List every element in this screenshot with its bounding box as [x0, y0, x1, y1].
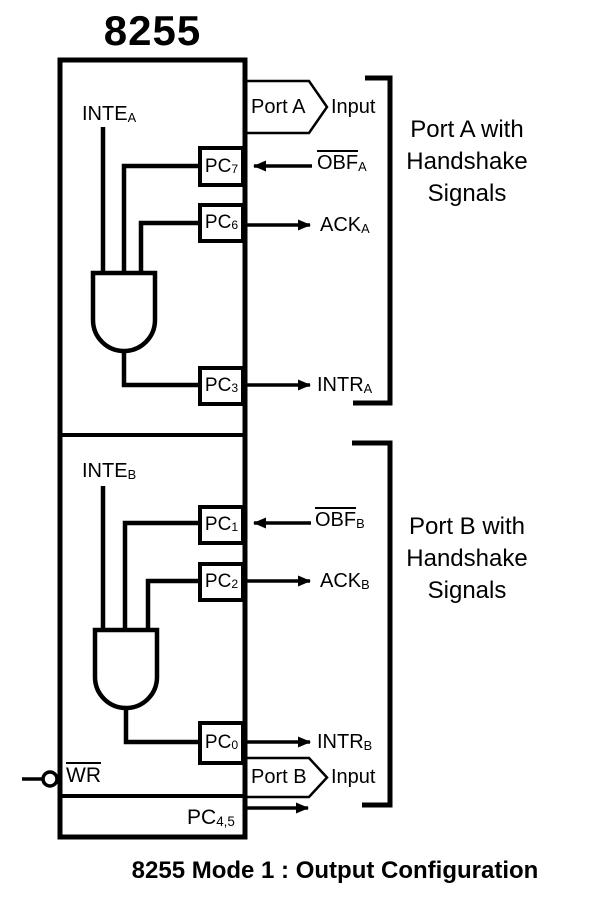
port-b-bracket-label: Port B with Handshake Signals [406, 513, 528, 604]
obf-b-label: OBFB [315, 507, 365, 532]
port-b-bracket [352, 440, 393, 808]
intr-b-label: INTRB [317, 731, 373, 754]
chip-body-outline [57, 57, 248, 840]
port-a-bracket-label: Port A with Handshake Signals [406, 116, 528, 207]
inte-a-label: INTEA [82, 103, 137, 126]
port-a-bracket [353, 75, 393, 406]
gate-b-to-pc0-wire [123, 705, 202, 745]
obf-a-label: OBFA [317, 150, 367, 175]
ack-a-label: ACKA [320, 214, 370, 237]
diagram-caption: 8255 Mode 1 : Output Configuration [131, 857, 539, 884]
chip-title: 8255 [103, 7, 202, 54]
port-a-mode-label: Input [331, 96, 376, 118]
pc7-to-gate-wire [121, 163, 200, 275]
pc6-to-gate-wire [138, 220, 200, 275]
intr-a-label: INTRA [317, 374, 373, 397]
port-a-flag-label: Port A [251, 96, 306, 118]
and-gate-b [92, 627, 160, 711]
port-b-flag-label: Port B [251, 766, 307, 788]
and-gate-a [90, 270, 158, 354]
ack-b-label: ACKB [320, 570, 370, 593]
port-b-mode-label: Input [331, 766, 376, 788]
wr-inversion-bubble-icon [41, 770, 59, 788]
wr-label: WR [66, 762, 101, 787]
pc2-to-gate-wire [145, 578, 202, 632]
pc45-label: PC4,5 [187, 806, 235, 830]
gate-a-to-pc3-wire [121, 349, 200, 388]
pc1-to-gate-wire [122, 520, 202, 632]
inte-b-label: INTEB [82, 460, 137, 483]
